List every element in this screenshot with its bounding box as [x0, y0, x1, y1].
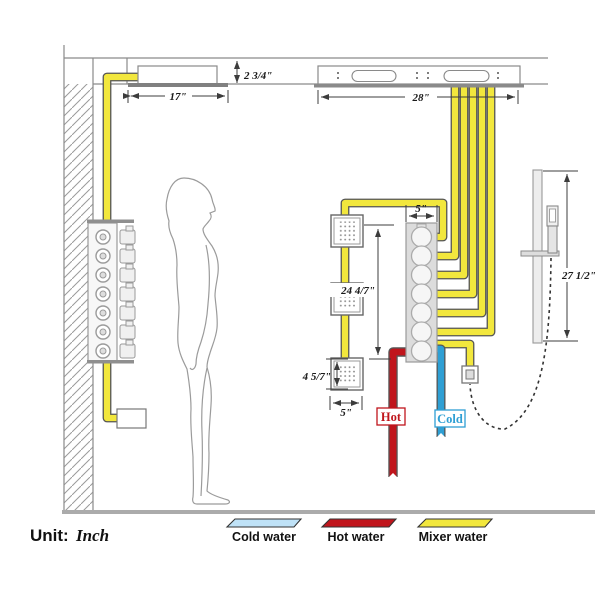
mixer-water-swatch: [416, 518, 494, 528]
hot-water-label: Hot water: [328, 530, 385, 544]
ceiling-riser-4: [437, 86, 486, 317]
hot-water-swatch: [320, 518, 398, 528]
bar-screw-marks: [337, 72, 499, 79]
legend-item-hot-water: Hot water: [320, 518, 398, 544]
handheld-head-inner: [549, 208, 556, 223]
legend-item-cold-water: Cold water: [225, 518, 303, 544]
body-jet-1: [330, 214, 364, 248]
unit-value: Inch: [75, 526, 109, 545]
rain-outlet-slot: [351, 69, 397, 83]
shower-hose: [469, 257, 552, 430]
valve-knob-1: [410, 226, 433, 248]
wall-manifold: [87, 219, 136, 364]
valve-knob-4: [410, 283, 433, 305]
hot-label: Hot: [376, 407, 406, 426]
manifold-connectors: [119, 225, 136, 359]
valve-knob-6: [410, 321, 433, 343]
dimension-bar-width: 28": [411, 92, 429, 104]
valve-knob-7: [410, 340, 433, 362]
cold-pipe-break: [436, 433, 446, 438]
thermostatic-valve: [405, 222, 438, 363]
valve-knob-5: [410, 302, 433, 324]
waterfall-outlet-slot: [443, 69, 490, 83]
dimension-jet-height: 4 5/7": [302, 371, 331, 383]
slide-bracket: [520, 250, 560, 257]
legend: Cold water Hot water Mixer water: [225, 518, 494, 544]
unit-prefix: Unit:: [30, 526, 69, 545]
body-outline: [165, 177, 231, 505]
legend-item-mixer-water: Mixer water: [416, 518, 494, 544]
manifold-port-centers: [99, 233, 107, 355]
body-jet-3: [330, 357, 364, 391]
mixer-water-label: Mixer water: [419, 530, 488, 544]
cold-water-label: Cold water: [232, 530, 296, 544]
valve-knob-3: [410, 264, 433, 286]
ceiling-riser-2: [437, 86, 468, 279]
dimension-text-backings: [165, 89, 599, 297]
shower-bar-face-plate: [314, 84, 524, 88]
unit-label: Unit: Inch: [30, 526, 109, 545]
body-jet-feed-pipe: [341, 199, 447, 241]
shower-head-face-plate: [128, 83, 228, 87]
leg-line: [200, 367, 208, 497]
cold-label-text: Cold: [437, 412, 463, 426]
dimension-slidebar-height: 27 1/2": [561, 270, 596, 282]
manifold-top-cap: [87, 219, 134, 223]
ceiling-riser-1: [437, 86, 459, 260]
floor-line: [62, 510, 595, 514]
handheld-shower: [546, 205, 559, 254]
dimension-ceiling-drop: 2 3/4": [243, 70, 272, 82]
cold-water-swatch: [225, 518, 303, 528]
ceiling-riser-5: [437, 86, 495, 336]
cold-label: Cold: [434, 409, 466, 428]
handheld-handle: [547, 225, 558, 254]
valve-knobs: [410, 226, 433, 362]
slide-bar-assembly: [520, 169, 560, 344]
dimension-valve-height: 24 4/7": [340, 285, 375, 297]
mixer-pipes: [103, 73, 495, 422]
dimension-jet-width: 5": [340, 407, 352, 419]
dimension-head-width: 17": [169, 91, 186, 103]
handheld-feed-pipe: [437, 340, 474, 370]
arm-line: [189, 244, 210, 370]
dimension-lines: [123, 61, 578, 410]
handheld-wall-outlet: [461, 365, 479, 384]
hot-pipe-break: [388, 473, 398, 478]
manifold-bottom-cap: [87, 360, 134, 364]
ceiling-shower-head: [128, 65, 228, 87]
ceiling-riser-3: [437, 86, 477, 298]
dimension-valve-width: 5": [415, 203, 427, 215]
body-jets: [330, 214, 364, 391]
hot-label-text: Hot: [381, 410, 402, 424]
wall-spout: [116, 408, 147, 429]
valve-knob-2: [410, 245, 433, 267]
human-figure: [165, 177, 231, 505]
ceiling-shower-bar: [314, 65, 524, 88]
